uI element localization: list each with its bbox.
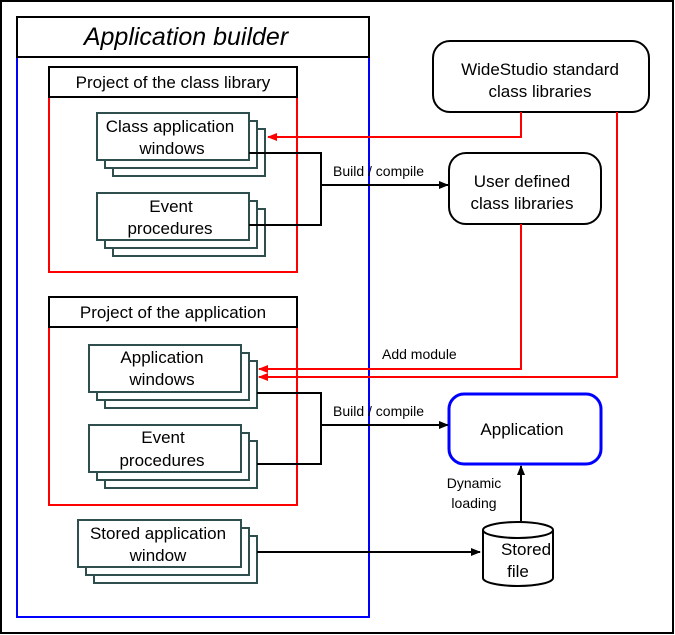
dynamic-loading-line1: Dynamic [447,475,501,491]
add-module-label: Add module [382,346,457,362]
application-builder: Application builder [16,16,370,618]
class-app-windows-line2: windows [138,139,204,158]
class-event-procedures-line1: Event [149,197,193,216]
application-project-title: Project of the application [80,303,266,322]
build-compile-label-1: Build / compile [333,163,424,179]
widestudio-to-class-windows-link [267,112,522,141]
stored-file-line2: file [507,562,529,581]
class-library-project: Project of the class library Class appli… [48,66,298,273]
app-windows-stack: Application windows [88,344,258,409]
builder-title: Application builder [82,23,290,51]
build-compile-connector-2: Build / compile [257,392,449,465]
user-libs-line1: User defined [474,172,570,191]
widestudio-line1: WideStudio standard [461,60,619,79]
widestudio-line2: class libraries [489,82,592,101]
builder-title-box [16,16,370,58]
application-project-header [48,296,298,328]
widestudio-libraries: WideStudio standard class libraries [432,40,650,113]
application-project: Project of the application Application w… [48,296,298,506]
user-defined-libraries: User defined class libraries [448,152,602,225]
stored-app-window-line1: Stored application [90,524,226,543]
stored-file-line1: Stored [501,540,551,559]
stored-file-cylinder: Stored file [482,521,554,587]
user-libs-to-app-windows-link [258,224,522,373]
app-event-procedures-stack: Event procedures [88,424,258,489]
class-event-procedures-line2: procedures [127,219,212,238]
app-event-procedures-line1: Event [141,428,185,447]
class-app-windows-line1: Class application [106,117,235,136]
stored-app-window-stack: Stored application window [77,519,258,584]
build-compile-connector-1: Build / compile [249,152,449,226]
app-event-procedures-line2: procedures [119,451,204,470]
class-library-project-header [48,66,298,98]
dynamic-loading-line2: loading [451,495,496,511]
class-app-windows-stack: Class application windows [96,112,266,177]
widestudio-to-app-windows-link [258,112,618,381]
class-event-procedures-stack: Event procedures [96,192,266,257]
class-library-project-title: Project of the class library [76,73,271,92]
app-windows-line2: windows [128,370,194,389]
application-label: Application [480,420,563,439]
app-windows-line1: Application [120,348,203,367]
build-compile-label-2: Build / compile [333,403,424,419]
user-libs-line2: class libraries [471,194,574,213]
stored-app-window-line2: window [129,546,187,565]
application-node: Application [447,392,603,466]
